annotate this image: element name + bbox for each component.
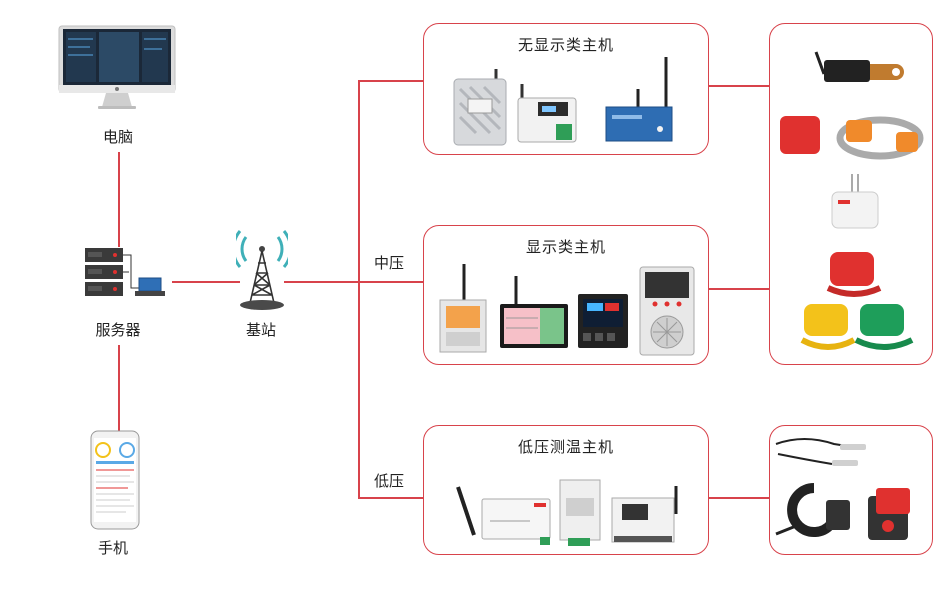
touchscreen-device-icon: [498, 276, 570, 350]
base-station-label: 基站: [245, 321, 276, 339]
phone-label: 手机: [97, 539, 128, 557]
bus-to-display-line: [358, 281, 424, 283]
phone-icon: [90, 430, 140, 530]
low-voltage-host-title: 低压测温主机: [517, 438, 614, 456]
nodisplay-to-sensors-line: [708, 85, 770, 87]
no-display-host-box: 无显示类主机: [423, 23, 709, 155]
dehumidifier-device-icon: [639, 266, 695, 358]
meter-device-icon: [438, 264, 488, 354]
computer-server-line: [118, 152, 120, 247]
server-basestation-line: [172, 281, 240, 283]
lowvoltage-to-sensors-line: [708, 497, 770, 499]
low-voltage-host-box: 低压测温主机: [423, 425, 709, 555]
bus-to-lowvoltage-line: [358, 497, 424, 499]
computer-monitor-icon: [58, 25, 176, 111]
server-icon: [85, 248, 173, 300]
ambient-temp-sensor-icon: [828, 174, 884, 234]
yellow-wrap-sensor-icon: [800, 302, 856, 352]
sensors-box-upper: [769, 23, 933, 365]
busbar-temp-sensor-icon: [810, 44, 910, 88]
display-host-title: 显示类主机: [525, 238, 606, 256]
din-meter-icon: [558, 478, 604, 548]
display-host-box: 显示类主机: [423, 225, 709, 365]
probe-temp-sensors-icon: [774, 430, 874, 476]
wireless-collector-icon: [450, 481, 554, 547]
temp-monitor-unit-icon: [610, 486, 682, 546]
green-wrap-sensor-icon: [854, 302, 914, 352]
panel-controller-icon: [577, 293, 629, 349]
din-rail-device-icon: [516, 84, 580, 144]
cable-clamp-sensor-icon: [778, 106, 924, 168]
no-display-host-title: 无显示类主机: [517, 36, 614, 54]
current-clamp-sensor-icon: [774, 478, 856, 544]
red-clamp-sensor-icon: [862, 484, 922, 546]
display-to-sensors-line: [708, 288, 770, 290]
server-phone-line: [118, 345, 120, 435]
outdoor-enclosure-device-icon: [450, 69, 510, 147]
server-label: 服务器: [95, 321, 141, 339]
sensors-box-lower: [769, 425, 933, 555]
vertical-bus-line: [358, 80, 360, 498]
router-device-icon: [602, 57, 680, 147]
basestation-bus-line: [284, 281, 359, 283]
low-voltage-label: 低压: [373, 472, 404, 490]
bus-to-nodisplay-line: [358, 80, 424, 82]
computer-label: 电脑: [102, 128, 133, 146]
red-wrap-sensor-icon: [826, 248, 882, 298]
medium-voltage-label: 中压: [373, 254, 404, 272]
base-station-tower-icon: [236, 225, 288, 313]
